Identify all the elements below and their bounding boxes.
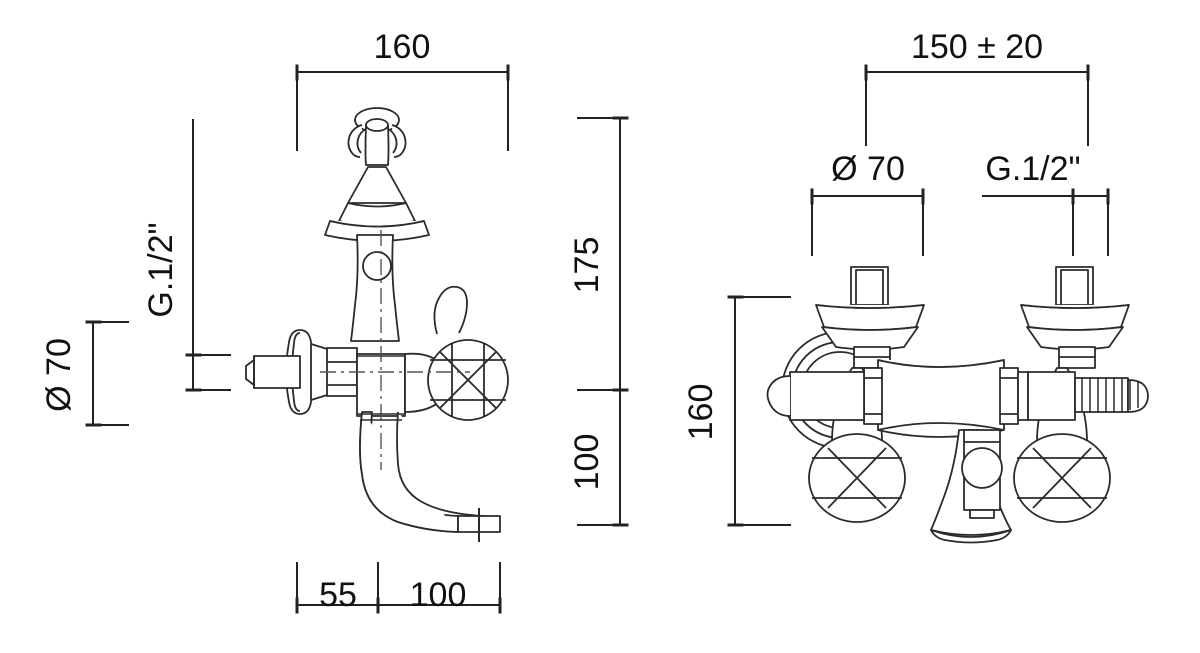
thread-hatching-front (1081, 378, 1139, 412)
riser-column (350, 234, 400, 342)
dim-55-100-bottom (295, 562, 502, 614)
crystal-handle-side (427, 339, 509, 421)
dim-label-175: 175 (568, 237, 606, 294)
dim-label-d70-right: Ø 70 (831, 150, 905, 188)
dim-label-160-right: 160 (682, 384, 720, 441)
dim-label-100-vertical: 100 (568, 434, 606, 491)
dim-label-100-bottom: 100 (410, 576, 467, 614)
center-spout-front (930, 429, 1012, 544)
dim-label-g12-left: G.1/2" (142, 222, 180, 317)
side-view-geometry (245, 107, 509, 542)
left-outlet-pipe-front (766, 371, 865, 421)
dim-label-d70-left: Ø 70 (40, 338, 78, 412)
front-view-dimension-lines (727, 64, 1110, 527)
left-top-cap-front (815, 266, 925, 369)
dim-160-top (295, 64, 510, 151)
shower-cone-collar (324, 166, 430, 242)
dim-d70-left (85, 320, 129, 427)
right-top-cap-front (1020, 266, 1130, 369)
spout-side (359, 411, 501, 542)
handle-lever-side (433, 285, 468, 335)
front-view-geometry (766, 266, 1149, 544)
dim-label-160-top: 160 (374, 28, 431, 66)
body-detail-lines-side (357, 355, 405, 421)
dim-160-right (727, 295, 791, 527)
dim-label-150pm20: 150 ± 20 (911, 28, 1043, 66)
center-body-bar-front (877, 359, 1005, 438)
inlet-nipple-side (245, 355, 301, 389)
dim-g12-right (982, 188, 1110, 256)
shower-outlet-ring (347, 107, 407, 166)
dim-label-55: 55 (319, 576, 357, 614)
dim-g12-left (185, 119, 231, 392)
side-view-dimension-lines (85, 64, 629, 614)
right-inlet-body-front (1027, 371, 1149, 421)
dim-label-g12-right: G.1/2" (985, 150, 1080, 188)
dim-150pm20 (864, 64, 1090, 146)
dim-d70-right (810, 188, 925, 256)
centerlines-side (320, 230, 470, 470)
dim-175-100-vertical (577, 116, 629, 527)
right-connector-nut-front (999, 367, 1029, 425)
